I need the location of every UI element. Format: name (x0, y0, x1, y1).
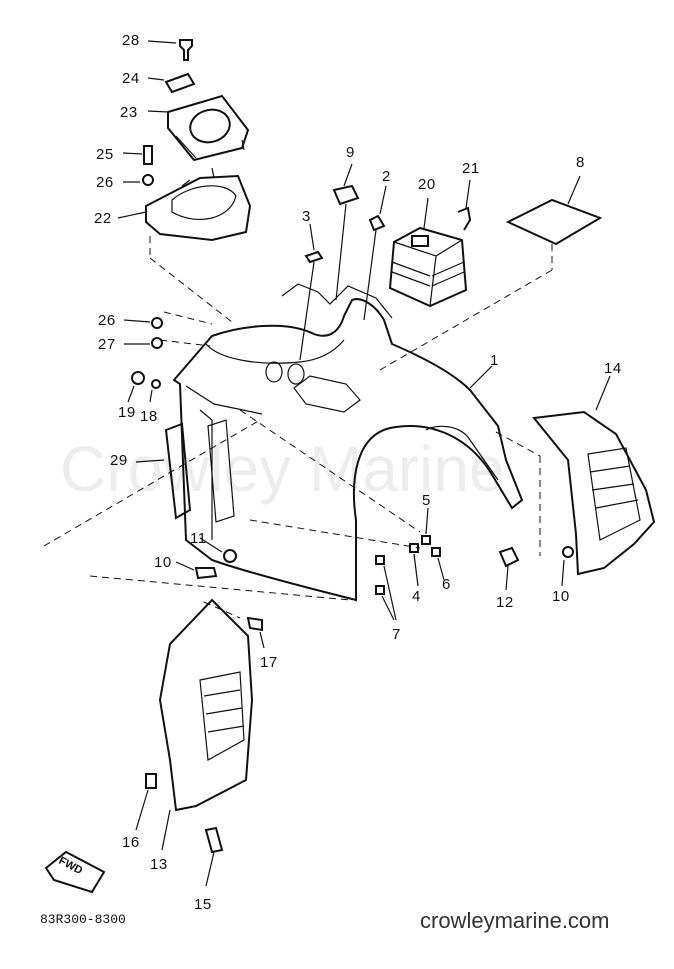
label-14: 14 (604, 360, 622, 377)
label-13: 13 (150, 856, 168, 873)
part-27-nut (124, 337, 163, 349)
part-19-nut (127, 371, 145, 403)
label-27: 27 (98, 336, 116, 353)
leader-lines (43, 236, 541, 619)
label-11: 11 (190, 530, 207, 547)
part-5-clip (421, 507, 431, 545)
label-18: 18 (140, 408, 158, 425)
part-28-screw (147, 39, 193, 61)
part-17-screw (246, 616, 265, 649)
label-26: 26 (98, 312, 116, 329)
part-15-screw (204, 826, 224, 887)
part-10-screw-right (561, 546, 574, 587)
label-15: 15 (194, 896, 212, 913)
label-23: 23 (120, 104, 138, 121)
part-9 (332, 163, 360, 301)
label-5: 5 (422, 492, 431, 509)
part-25-bolt (122, 145, 153, 165)
part-10-screw (175, 561, 218, 580)
label-26-top: 26 (96, 174, 114, 191)
watermark: Crowley Marine (60, 433, 505, 505)
label-10: 10 (154, 554, 172, 571)
label-21: 21 (462, 160, 480, 177)
label-12: 12 (496, 594, 514, 611)
label-9: 9 (346, 144, 355, 161)
part-20-box (388, 197, 468, 308)
label-4: 4 (412, 588, 421, 605)
part-11-nut (199, 537, 237, 563)
part-18-nut (149, 379, 161, 403)
part-7-clips (375, 555, 397, 621)
label-19: 19 (118, 404, 136, 421)
label-10-right: 10 (552, 588, 570, 605)
diagram-code: 83R300-8300 (40, 912, 126, 927)
part-21-clip (457, 179, 472, 231)
label-16: 16 (122, 834, 140, 851)
label-8: 8 (576, 154, 585, 171)
part-8-sheet (379, 175, 603, 371)
part-24-plate (147, 72, 196, 94)
part-26-nut (123, 317, 163, 329)
part-4-clip (409, 543, 419, 587)
part-6-clip (431, 547, 445, 581)
label-29: 29 (110, 452, 128, 469)
label-7: 7 (392, 626, 401, 643)
label-3: 3 (302, 208, 311, 225)
label-17: 17 (260, 654, 278, 671)
label-22: 22 (94, 210, 112, 227)
site-url: crowleymarine.com (420, 908, 610, 933)
label-2: 2 (382, 168, 391, 185)
part-29-bracket (135, 419, 235, 523)
part-14-side-cover-right (532, 375, 656, 576)
label-28: 28 (122, 32, 140, 49)
part-1-main-body (172, 283, 524, 602)
label-1: 1 (490, 352, 499, 369)
label-6: 6 (442, 576, 451, 593)
part-12-clip (498, 546, 520, 591)
label-24: 24 (122, 70, 140, 87)
part-22-housing (117, 167, 252, 242)
part-13-side-cover-left (158, 598, 254, 851)
part-23-cover (147, 94, 250, 162)
part-16-screw (135, 773, 157, 831)
part-26-nut-top (123, 174, 154, 186)
fwd-arrow-icon (44, 850, 106, 894)
label-20: 20 (418, 176, 436, 193)
label-25: 25 (96, 146, 114, 163)
part-2 (363, 185, 387, 321)
part-3 (299, 223, 324, 361)
